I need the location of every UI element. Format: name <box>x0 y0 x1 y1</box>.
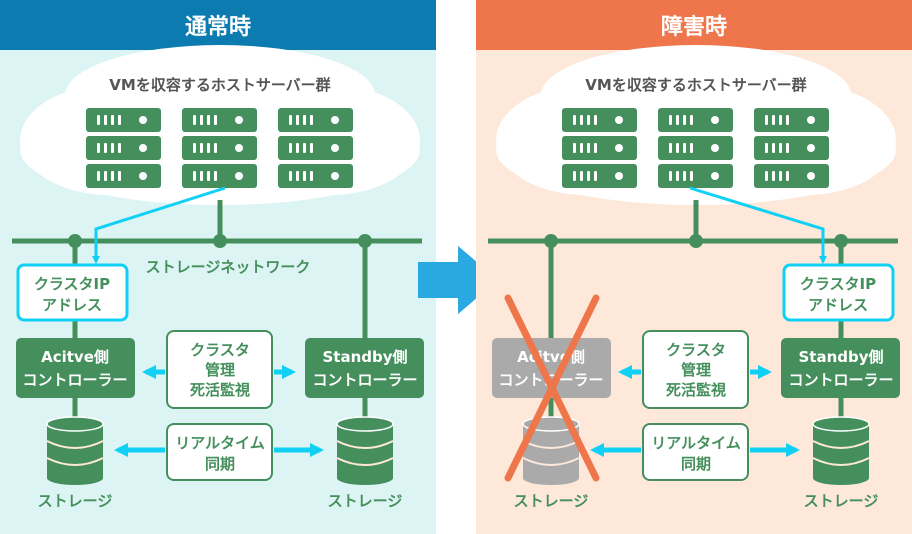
server-icon <box>86 136 161 160</box>
server-icon <box>278 136 353 160</box>
panel-header <box>476 0 912 50</box>
cluster-ip-box <box>16 263 129 322</box>
standby-controller-label: コントローラー <box>788 371 893 389</box>
storage-label: ストレージ <box>328 492 403 510</box>
panel-title: 通常時 <box>185 14 251 40</box>
cluster-ip-label: クラスタIP <box>800 275 876 293</box>
monitor-label: 管理 <box>205 361 235 379</box>
server-icon <box>754 136 829 160</box>
cluster-ip-box <box>782 263 895 322</box>
normal-panel: 通常時 VMを収容するホストサーバー群 ストレージネットワーク クラスタIP ア… <box>0 0 436 534</box>
cluster-ip-label: アドレス <box>808 296 868 314</box>
storage-icon <box>46 416 104 485</box>
sync-label: 同期 <box>681 455 711 473</box>
cloud-label: VMを収容するホストサーバー群 <box>585 76 806 94</box>
storage-label: ストレージ <box>514 492 589 510</box>
standby-controller <box>305 338 424 398</box>
server-icon <box>754 164 829 188</box>
server-icon <box>86 164 161 188</box>
active-controller <box>16 338 135 398</box>
storage-label: ストレージ <box>38 492 113 510</box>
standby-controller-label: Standby側 <box>798 348 883 366</box>
monitor-label: 死活監視 <box>666 381 726 399</box>
ip-route-arrow <box>92 186 226 264</box>
cloud-label: VMを収容するホストサーバー群 <box>109 76 330 94</box>
cluster-ip-label: クラスタIP <box>34 275 110 293</box>
storage-icon <box>812 416 870 485</box>
server-icon <box>562 164 637 188</box>
server-icon <box>562 136 637 160</box>
panel-title: 障害時 <box>661 14 727 40</box>
sync-label: 同期 <box>205 455 235 473</box>
monitor-label: 死活監視 <box>190 381 250 399</box>
sync-box <box>642 423 749 481</box>
server-icon <box>182 108 257 132</box>
server-icon <box>658 164 733 188</box>
sync-label: リアルタイム <box>175 434 265 452</box>
failure-panel: 障害時 VMを収容するホストサーバー群 クラスタIP アドレス Acitve側 … <box>476 0 912 534</box>
active-controller-label: コントローラー <box>22 371 127 389</box>
monitor-box <box>642 330 749 409</box>
active-controller-label: Acitve側 <box>41 348 109 366</box>
server-icon <box>182 164 257 188</box>
server-icon <box>658 108 733 132</box>
cluster-ip-label: アドレス <box>42 296 102 314</box>
monitor-box <box>166 330 273 409</box>
ip-route-arrow <box>689 186 827 264</box>
failure-cross-icon <box>504 294 600 482</box>
sync-box <box>166 423 273 481</box>
server-icon <box>754 108 829 132</box>
server-icon <box>278 164 353 188</box>
network-label: ストレージネットワーク <box>146 258 311 276</box>
monitor-label: クラスタ <box>666 341 726 359</box>
active-controller-label: Acitve側 <box>517 348 585 366</box>
standby-controller-label: コントローラー <box>312 371 417 389</box>
server-icon <box>658 136 733 160</box>
storage-label: ストレージ <box>804 492 879 510</box>
server-icon <box>278 108 353 132</box>
active-controller-failed <box>492 338 611 398</box>
server-icon <box>182 136 257 160</box>
sync-label: リアルタイム <box>651 434 741 452</box>
monitor-label: 管理 <box>681 361 711 379</box>
panel-header <box>0 0 436 50</box>
server-icon <box>562 108 637 132</box>
server-icon <box>86 108 161 132</box>
standby-controller <box>781 338 900 398</box>
standby-controller-label: Standby側 <box>322 348 407 366</box>
storage-icon <box>336 416 394 485</box>
monitor-label: クラスタ <box>190 341 250 359</box>
